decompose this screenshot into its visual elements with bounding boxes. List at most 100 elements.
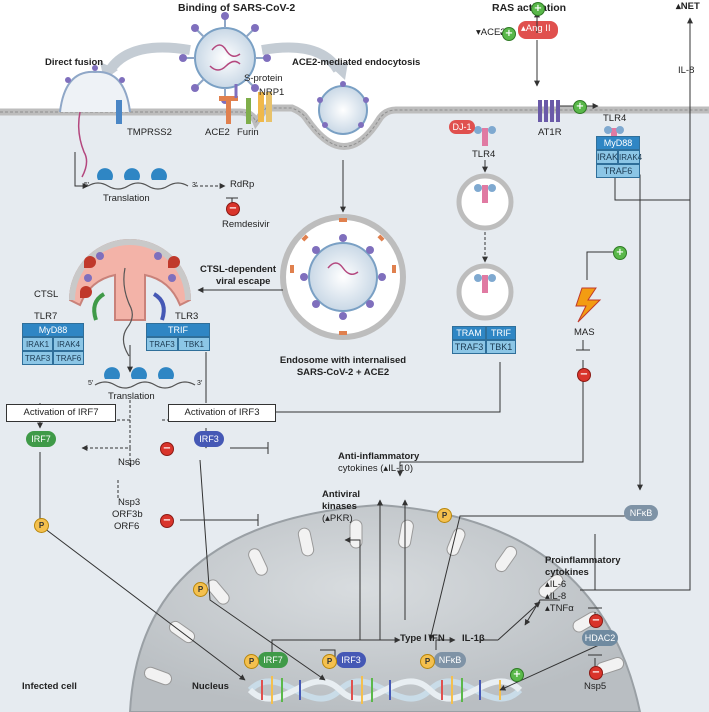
il1b-label: IL-1β [462, 633, 485, 644]
tlr4-mid-label: TLR4 [472, 149, 496, 160]
phospho-circle-nfkb: P [437, 508, 452, 523]
il8-vertical-label: IL-8 [678, 65, 695, 76]
activation-irf7-box: Activation of IRF7 [6, 404, 116, 422]
membrane-receptors [219, 84, 272, 124]
translation-bottom-label: Translation [108, 391, 155, 402]
tbk1-tlr3-box: TBK1 [178, 337, 210, 351]
translation-top-label: Translation [103, 193, 150, 204]
orf6-label: ORF6 [114, 521, 140, 532]
s-protein-label: S-protein [244, 73, 283, 84]
nsp3-label: Nsp3 [118, 497, 141, 508]
ang2-label: ▴Ang II [521, 23, 551, 34]
at1r-label: AT1R [538, 127, 562, 138]
nrp1-label: NRP1 [259, 87, 285, 98]
endocytosis-virion [317, 81, 369, 135]
antiviral-label-1: Antiviral [322, 489, 361, 500]
irf3-dna-pill: IRF3 [336, 652, 366, 668]
nsp5-label: Nsp5 [584, 681, 607, 692]
nsp6-label: Nsp6 [118, 457, 141, 468]
irak4-top-box: IRAK4 [618, 150, 642, 164]
binding-title: Binding of SARS-CoV-2 [178, 2, 296, 14]
rna-5prime-top: 5′ [84, 182, 90, 189]
nfkb-dna-pill: NFκB [434, 652, 466, 668]
traf3-left-box: TRAF3 [22, 351, 53, 365]
tmprss2-label: TMPRSS2 [127, 127, 172, 138]
at1r-receptor [538, 100, 560, 122]
tlr4-endosomes [456, 126, 514, 321]
irak1-left-box: IRAK1 [22, 337, 53, 351]
anti-inflammatory-label-1: Anti-inflammatory [338, 451, 420, 462]
tram-box: TRAM [452, 326, 486, 340]
ace2-down-label: ▾ACE2 [476, 27, 506, 38]
minus-icon-mas: − [577, 368, 591, 382]
irf7-pill: IRF7 [26, 431, 56, 447]
viral-rna-top [87, 168, 189, 190]
plus-icon-hdac2: + [510, 668, 524, 682]
proinflammatory-label-1: Proinflammatory [545, 555, 621, 566]
tnfa-label: ▴TNFα [545, 603, 574, 614]
plus-icon-ace2: + [502, 27, 516, 41]
dj1-badge: DJ-1 [449, 120, 475, 134]
rdrp-label: RdRp [230, 179, 255, 190]
ctsl-label: CTSL [34, 289, 59, 300]
proinflammatory-label-2: cytokines [545, 567, 589, 578]
infected-cell-label: Infected cell [22, 681, 77, 692]
hdac2-pill: HDAC2 [582, 630, 618, 646]
myd88-top-box: MyD88 [596, 136, 640, 150]
activation-irf3-box: Activation of IRF3 [168, 404, 276, 422]
sars-cov-2-virion-top [179, 12, 271, 104]
irf3-pill: IRF3 [194, 431, 224, 447]
phospho-circle-irf3-dna: P [322, 654, 337, 669]
il8-label: ▴IL-8 [545, 591, 567, 602]
anti-inflammatory-label-2: cytokines (▴IL-10) [338, 463, 413, 474]
plus-icon-mas: + [613, 246, 627, 260]
traf3-mid-box: TRAF3 [452, 340, 486, 354]
antiviral-label-3: (▴PKR) [322, 513, 353, 524]
plus-icon-at1r: + [573, 100, 587, 114]
phospho-circle-irf3: P [193, 582, 208, 597]
endosome-ace2 [280, 214, 406, 340]
tlr3-label: TLR3 [175, 311, 199, 322]
type1-ifn-label: Type I IFN [400, 633, 445, 644]
endosome-label-2: SARS-CoV-2 + ACE2 [296, 367, 390, 378]
ctsl-endosome [68, 239, 192, 357]
phospho-circle-nfkb-dna: P [420, 654, 435, 669]
tlr7-receptor [92, 292, 106, 321]
furin-label: Furin [237, 127, 259, 138]
tmprss2-receptor [116, 100, 122, 124]
dna-helix [247, 676, 523, 704]
traf6-top-box: TRAF6 [596, 164, 640, 178]
minus-icon-hdac2-top: − [589, 614, 603, 628]
traf6-left-box: TRAF6 [53, 351, 84, 365]
rna-3prime-top: 3′ [192, 182, 198, 189]
rna-5prime-bottom: 5′ [88, 380, 94, 387]
orf3b-label: ORF3b [112, 509, 143, 520]
ctsl-escape-label-2: viral escape [216, 276, 271, 287]
viral-rna-bottom [94, 367, 196, 389]
nfkb-pill: NFκB [624, 505, 658, 521]
ras-activation-title: RAS activation [492, 2, 567, 14]
phospho-circle-irf7: P [34, 518, 49, 533]
antiviral-label-2: kinases [322, 501, 357, 512]
tlr7-label: TLR7 [34, 311, 58, 322]
tbk1-mid-box: TBK1 [486, 340, 516, 354]
traf3-tlr3-box: TRAF3 [146, 337, 178, 351]
remdesivir-label: Remdesivir [222, 219, 270, 230]
phospho-circle-irf7-dna: P [244, 654, 259, 669]
fusion-virion [59, 65, 131, 178]
direct-fusion-label: Direct fusion [45, 57, 104, 68]
ang2-shape [518, 21, 558, 39]
nucleus-label: Nucleus [192, 681, 229, 692]
tlr3-receptor [152, 292, 166, 321]
irak1-top-box: IRAK1 [596, 150, 624, 164]
plus-icon-ras: + [531, 2, 545, 16]
minus-icon-orf: − [160, 514, 174, 528]
minus-icon-nsp6: − [160, 442, 174, 456]
irf7-dna-pill: IRF7 [258, 652, 288, 668]
ace2-endocytosis-label: ACE2-mediated endocytosis [292, 57, 421, 68]
tlr4-top-label: TLR4 [603, 113, 627, 124]
myd88-left-box: MyD88 [22, 323, 84, 337]
rna-3prime-bottom: 3′ [197, 380, 203, 387]
trif-mid-box: TRIF [486, 326, 516, 340]
